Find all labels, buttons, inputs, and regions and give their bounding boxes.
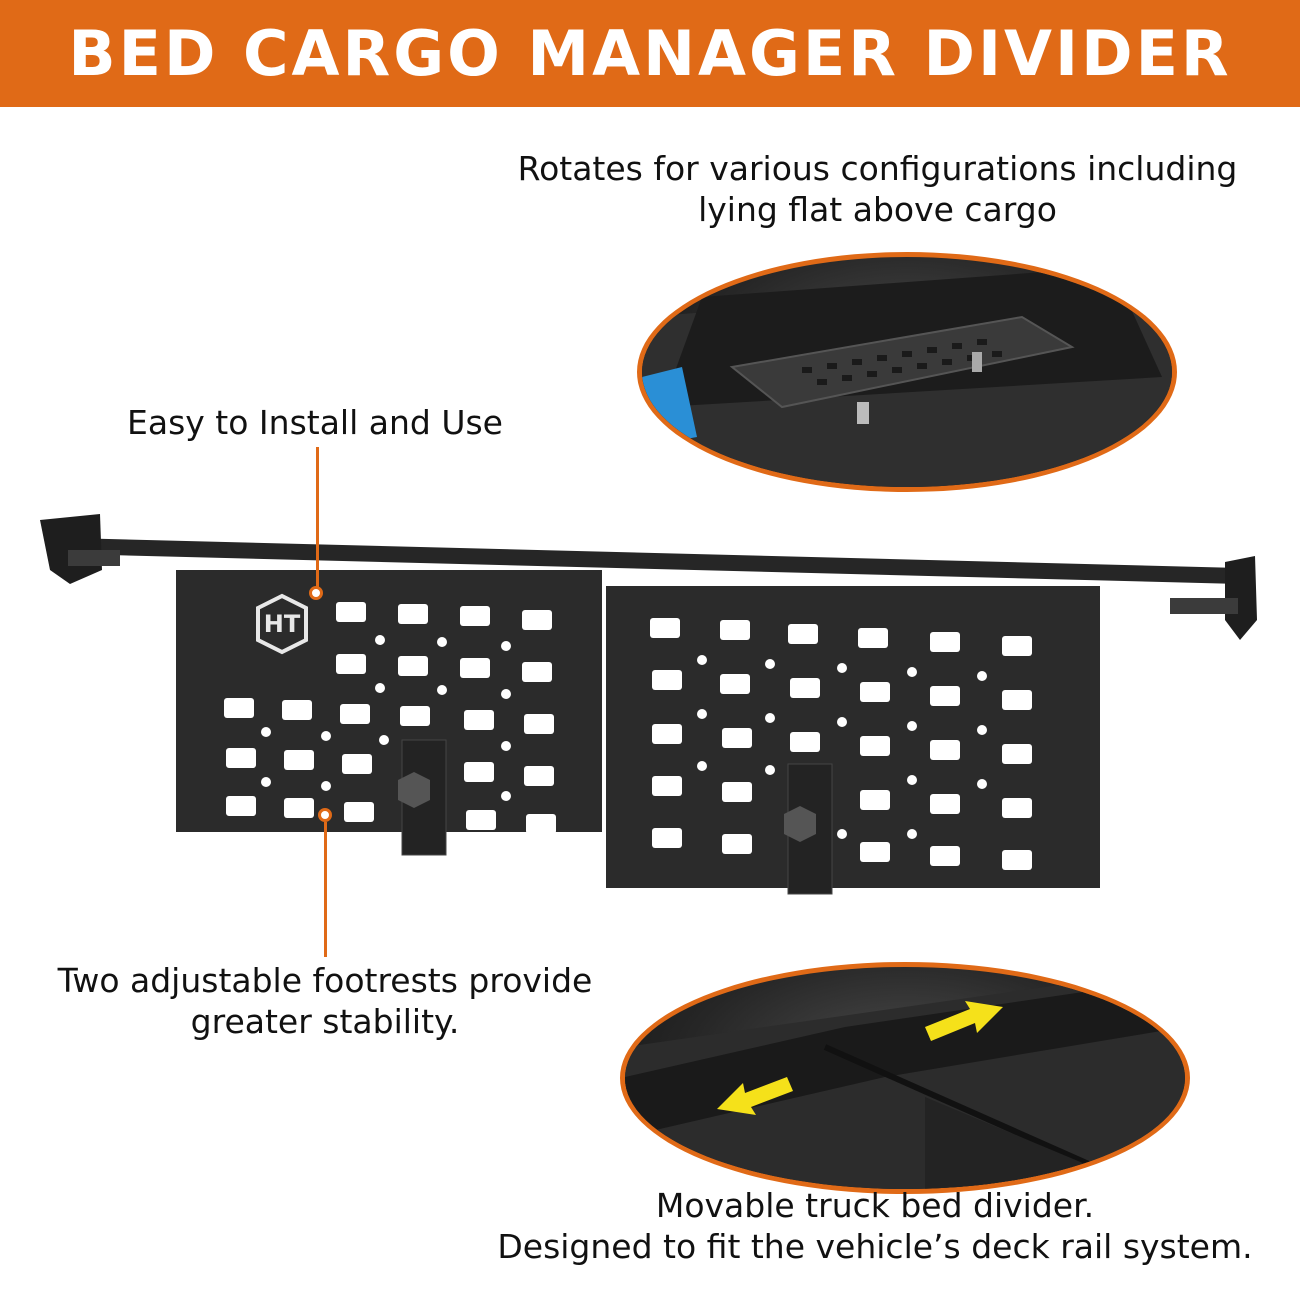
caption-install: Easy to Install and Use [127, 403, 503, 442]
caption-rotates: Rotates for various configurations inclu… [470, 148, 1285, 231]
banner-title: BED CARGO MANAGER DIVIDER [68, 16, 1232, 90]
install-leader-line [316, 447, 319, 587]
caption-rotates-line-2: lying flat above cargo [698, 190, 1057, 230]
title-banner: BED CARGO MANAGER DIVIDER [0, 0, 1300, 107]
caption-movable-line-1: Movable truck bed divider. [655, 1186, 1095, 1225]
detail-lens-flat-config [637, 252, 1177, 492]
caption-footrests-line-1: Two adjustable footrests provide [57, 961, 593, 1000]
footrest-leader-line [324, 822, 327, 957]
brand-logo-text: HT [264, 610, 301, 638]
truck-bed-movable-image [625, 967, 1185, 1189]
caption-movable: Movable truck bed divider. Designed to f… [455, 1185, 1295, 1268]
caption-rotates-line-1: Rotates for various configurations inclu… [517, 149, 1238, 188]
truck-bed-flat-image [642, 267, 1172, 487]
caption-footrests-line-2: greater stability. [190, 1002, 460, 1042]
footrest-marker-dot [318, 808, 332, 822]
detail-lens-movable [620, 962, 1190, 1194]
caption-movable-line-2: Designed to fit the vehicle’s deck rail … [497, 1227, 1253, 1267]
install-marker-dot [309, 586, 323, 600]
divider-product-image: HT [30, 500, 1270, 920]
caption-footrests: Two adjustable footrests provide greater… [20, 960, 630, 1043]
divider-illustration: HT [40, 514, 1257, 895]
